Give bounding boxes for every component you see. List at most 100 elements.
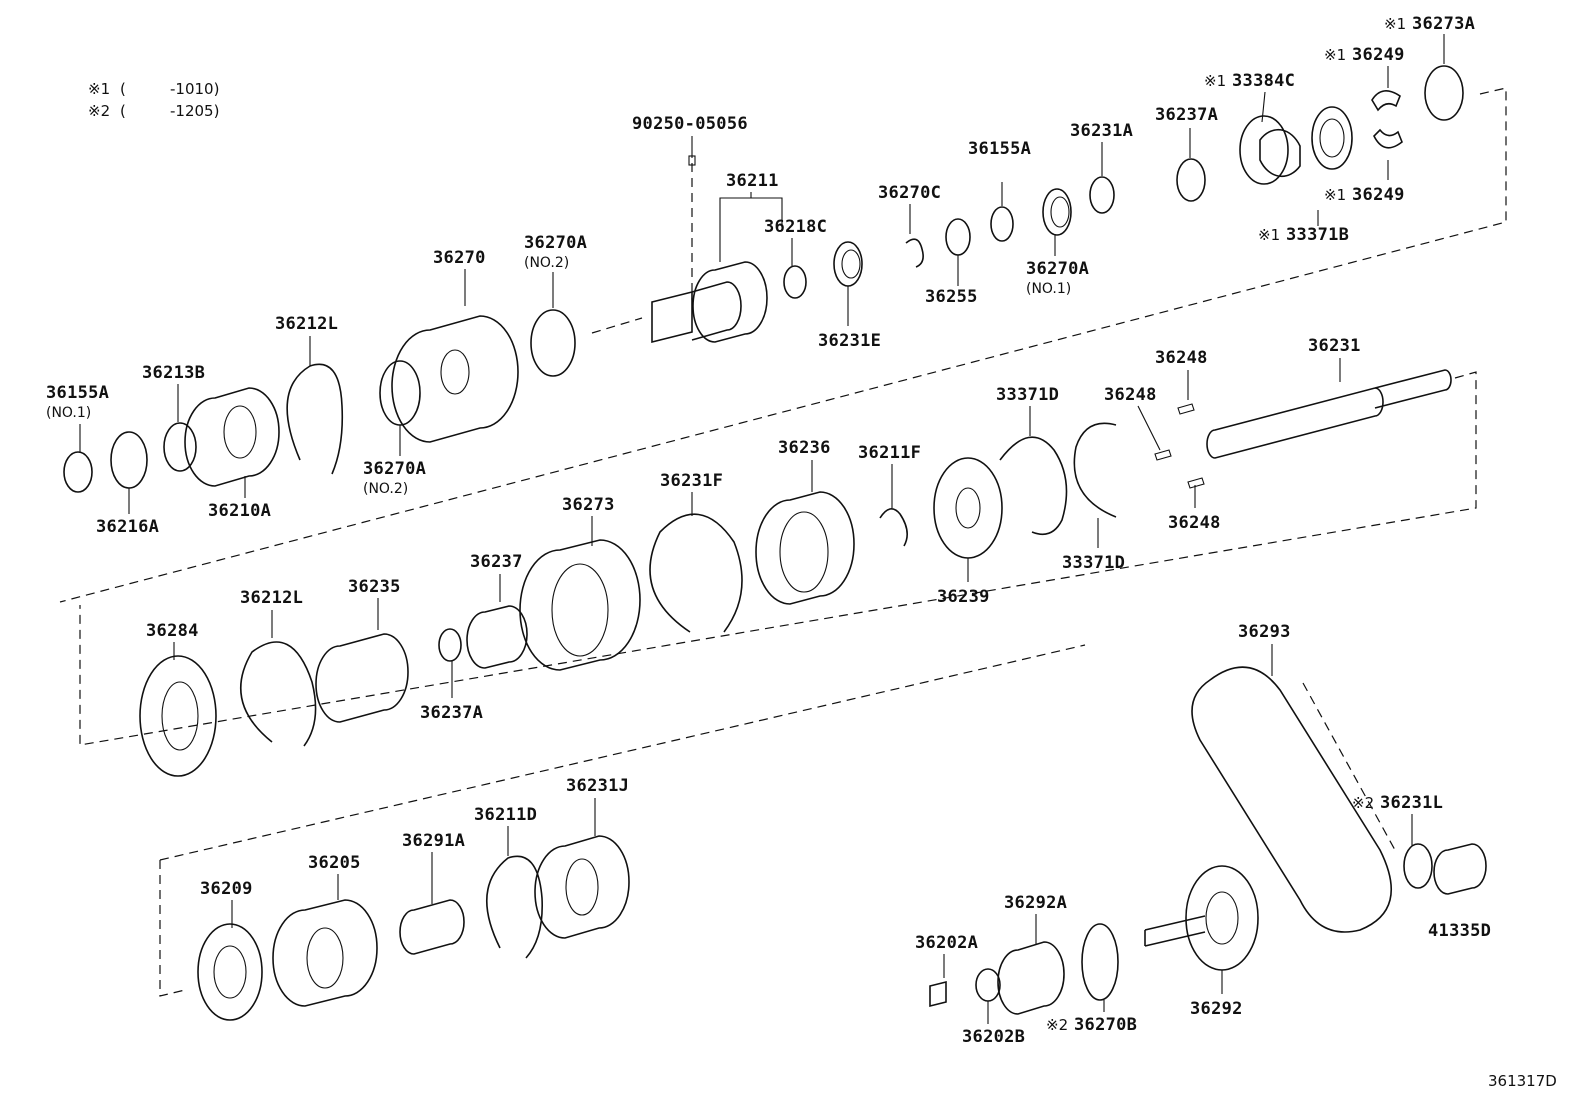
part-callout-36210a[interactable]: 36210A	[208, 501, 271, 521]
part-callout-36231[interactable]: 36231	[1308, 336, 1361, 356]
part-callout-36209[interactable]: 36209	[200, 879, 253, 899]
part-callout-33371d[interactable]: 33371D	[996, 385, 1059, 405]
part-number-label[interactable]: 36209	[200, 879, 253, 899]
part-callout-90250-05056[interactable]: 90250-05056	[632, 114, 748, 134]
part-number-label[interactable]: 41335D	[1428, 921, 1491, 941]
part-callout-36231e[interactable]: 36231E	[818, 331, 881, 351]
part-number-label[interactable]: 36231	[1308, 336, 1361, 356]
part-number-label[interactable]: 36211	[726, 171, 779, 191]
part-number-label[interactable]: 36231L	[1380, 793, 1443, 813]
part-number-label[interactable]: 36202B	[962, 1027, 1025, 1047]
part-number-label[interactable]: 36292A	[1004, 893, 1067, 913]
part-number-label[interactable]: 36284	[146, 621, 199, 641]
part-callout-36211[interactable]: 36211	[726, 171, 779, 191]
part-callout-41335d[interactable]: 41335D	[1428, 921, 1491, 941]
part-number-label[interactable]: 36155A	[46, 383, 109, 403]
part-callout-36239[interactable]: 36239	[937, 587, 990, 607]
part-callout-36237a[interactable]: 36237A	[420, 703, 483, 723]
part-number-label[interactable]: 36248	[1155, 348, 1208, 368]
part-number-label[interactable]: 36248	[1104, 385, 1157, 405]
part-callout-36216a[interactable]: 36216A	[96, 517, 159, 537]
part-number-label[interactable]: 36239	[937, 587, 990, 607]
part-callout-36270a[interactable]: 36270A(NO.2)	[363, 459, 426, 497]
part-number-label[interactable]: 36292	[1190, 999, 1243, 1019]
part-callout-36218c[interactable]: 36218C	[764, 217, 827, 237]
part-number-label[interactable]: 36155A	[968, 139, 1031, 159]
part-number-label[interactable]: 36211D	[474, 805, 537, 825]
part-number-label[interactable]: 36231E	[818, 331, 881, 351]
part-callout-36231f[interactable]: 36231F	[660, 471, 723, 491]
part-callout-36231a[interactable]: 36231A	[1070, 121, 1133, 141]
part-number-label[interactable]: 36273A	[1412, 14, 1475, 34]
part-callout-33371d[interactable]: 33371D	[1062, 553, 1125, 573]
part-callout-36270c[interactable]: 36270C	[878, 183, 941, 203]
part-callout-36248[interactable]: 36248	[1155, 348, 1208, 368]
part-callout-36248[interactable]: 36248	[1168, 513, 1221, 533]
part-number-label[interactable]: 33384C	[1232, 71, 1295, 91]
part-number-label[interactable]: 36236	[778, 438, 831, 458]
part-callout-36155a[interactable]: 36155A	[968, 139, 1031, 159]
part-callout-36292a[interactable]: 36292A	[1004, 893, 1067, 913]
part-number-label[interactable]: 36213B	[142, 363, 205, 383]
part-callout-36235[interactable]: 36235	[348, 577, 401, 597]
part-number-label[interactable]: 36212L	[240, 588, 303, 608]
part-callout-36213b[interactable]: 36213B	[142, 363, 205, 383]
part-callout-36237[interactable]: 36237	[470, 552, 523, 572]
part-number-label[interactable]: 36293	[1238, 622, 1291, 642]
part-number-label[interactable]: 36210A	[208, 501, 271, 521]
part-number-label[interactable]: 36237A	[420, 703, 483, 723]
part-callout-36155a[interactable]: 36155A(NO.1)	[46, 383, 109, 421]
part-callout-36270[interactable]: 36270	[433, 248, 486, 268]
part-number-label[interactable]: 36249	[1352, 45, 1405, 65]
part-number-label[interactable]: 36231A	[1070, 121, 1133, 141]
part-callout-36205[interactable]: 36205	[308, 853, 361, 873]
part-number-label[interactable]: 36270C	[878, 183, 941, 203]
part-callout-36212l[interactable]: 36212L	[275, 314, 338, 334]
part-number-label[interactable]: 36255	[925, 287, 978, 307]
part-callout-36293[interactable]: 36293	[1238, 622, 1291, 642]
part-number-label[interactable]: 36249	[1352, 185, 1405, 205]
part-number-label[interactable]: 36270B	[1074, 1015, 1137, 1035]
part-callout-36212l[interactable]: 36212L	[240, 588, 303, 608]
part-number-label[interactable]: 36218C	[764, 217, 827, 237]
part-callout-36236[interactable]: 36236	[778, 438, 831, 458]
part-callout-36292[interactable]: 36292	[1190, 999, 1243, 1019]
part-number-label[interactable]: 36231F	[660, 471, 723, 491]
part-callout-36202b[interactable]: 36202B	[962, 1027, 1025, 1047]
part-number-label[interactable]: 36270A	[1026, 259, 1089, 279]
part-callout-36255[interactable]: 36255	[925, 287, 978, 307]
part-number-label[interactable]: 36273	[562, 495, 615, 515]
part-number-label[interactable]: 36212L	[275, 314, 338, 334]
part-number-label[interactable]: 36202A	[915, 933, 978, 953]
part-callout-36237a[interactable]: 36237A	[1155, 105, 1218, 125]
part-number-label[interactable]: 36248	[1168, 513, 1221, 533]
part-number-label[interactable]: 36270	[433, 248, 486, 268]
part-callout-36211d[interactable]: 36211D	[474, 805, 537, 825]
part-number-label[interactable]: 36237A	[1155, 105, 1218, 125]
part-number-label[interactable]: 36235	[348, 577, 401, 597]
part-number-label[interactable]: 33371B	[1286, 225, 1349, 245]
part-callout-36211f[interactable]: 36211F	[858, 443, 921, 463]
part-callout-36248[interactable]: 36248	[1104, 385, 1157, 405]
part-number-label[interactable]: 36291A	[402, 831, 465, 851]
part-number-label[interactable]: 90250-05056	[632, 114, 748, 134]
part-number-label[interactable]: 33371D	[1062, 553, 1125, 573]
part-callout-36291a[interactable]: 36291A	[402, 831, 465, 851]
part-callout-36270a[interactable]: 36270A(NO.1)	[1026, 259, 1089, 297]
part-callout-36270a[interactable]: 36270A(NO.2)	[524, 233, 587, 271]
part-callout-36284[interactable]: 36284	[146, 621, 199, 641]
part-number-label[interactable]: 36270A	[363, 459, 426, 479]
part-number-label[interactable]: 36216A	[96, 517, 159, 537]
part-callout-36231j[interactable]: 36231J	[566, 776, 629, 796]
part-number-label[interactable]: 36211F	[858, 443, 921, 463]
part-number-label[interactable]: 36270A	[524, 233, 587, 253]
part-number-label[interactable]: 36237	[470, 552, 523, 572]
part-number-label[interactable]: 36205	[308, 853, 361, 873]
